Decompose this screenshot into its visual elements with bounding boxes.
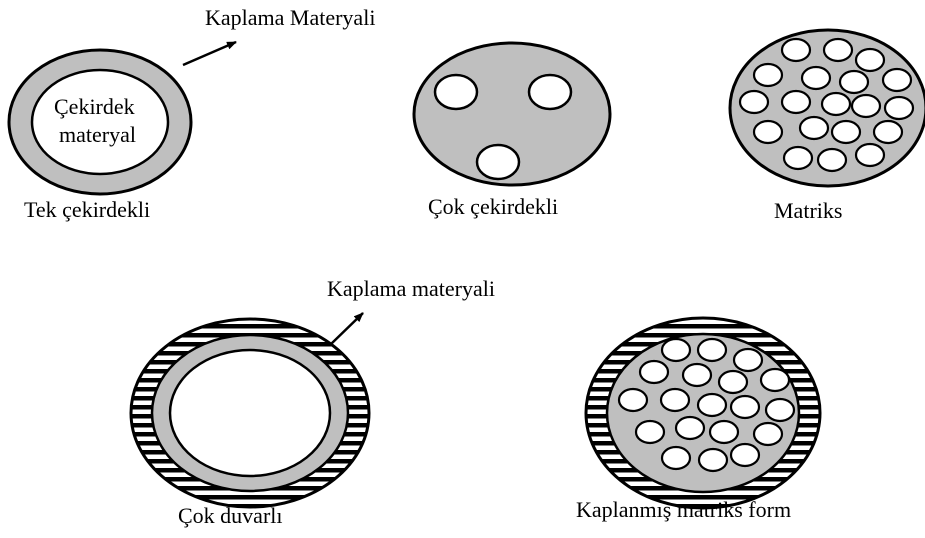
core-particle <box>731 444 759 466</box>
coated-matrix-label: Kaplanmış matriks form <box>576 499 791 521</box>
multi-core-capsule <box>414 43 610 185</box>
single-core-label: Tek çekirdekli <box>24 199 150 221</box>
core-particle <box>698 339 726 361</box>
core-material-label-line1: Çekirdek <box>54 96 135 118</box>
core-particle <box>435 75 477 109</box>
core-particle <box>529 75 571 109</box>
coated-matrix-capsule <box>586 318 820 508</box>
core-particle <box>636 421 664 443</box>
core-particle <box>856 144 884 166</box>
core-particle <box>832 121 860 143</box>
coating-material-label-top: Kaplama Materyali <box>205 7 375 29</box>
core-particle <box>740 91 768 113</box>
core-particle <box>683 364 711 386</box>
core-particle <box>766 399 794 421</box>
core-material-label-line2: materyal <box>59 124 136 146</box>
core-particle <box>731 396 759 418</box>
core-particle <box>782 91 810 113</box>
core-particle <box>754 121 782 143</box>
core-particle <box>676 417 704 439</box>
core-particle <box>754 423 782 445</box>
core-particle <box>852 95 880 117</box>
coating-arrow-top <box>183 42 236 65</box>
core-particle <box>840 71 868 93</box>
core-particle <box>802 67 830 89</box>
core-particle <box>619 389 647 411</box>
core-particle <box>883 69 911 91</box>
core-particle <box>818 149 846 171</box>
core-particle <box>661 389 689 411</box>
core-particle <box>698 394 726 416</box>
core-particle <box>885 97 913 119</box>
core-particle <box>782 39 810 61</box>
matrix-capsule <box>730 30 925 186</box>
core-particle <box>784 147 812 169</box>
core-particle <box>477 145 519 179</box>
matrix-label: Matriks <box>774 200 842 222</box>
core-particle <box>734 349 762 371</box>
core-particle <box>719 371 747 393</box>
core-particle <box>640 361 668 383</box>
core-particle <box>824 39 852 61</box>
coating-arrow-bottom <box>330 313 363 345</box>
core-particle <box>761 369 789 391</box>
core-particle <box>710 421 738 443</box>
core-particle <box>822 93 850 115</box>
core-particle <box>662 447 690 469</box>
core-particle <box>662 339 690 361</box>
multi-wall-label: Çok duvarlı <box>178 505 283 527</box>
core-particle <box>856 49 884 71</box>
core-particle <box>699 449 727 471</box>
multi-wall-core <box>170 350 330 476</box>
coating-material-label-bottom: Kaplama materyali <box>327 278 495 300</box>
multi-wall-capsule <box>131 319 369 507</box>
multi-core-label: Çok çekirdekli <box>428 196 558 218</box>
core-particle <box>800 117 828 139</box>
core-particle <box>754 64 782 86</box>
core-particle <box>874 121 902 143</box>
